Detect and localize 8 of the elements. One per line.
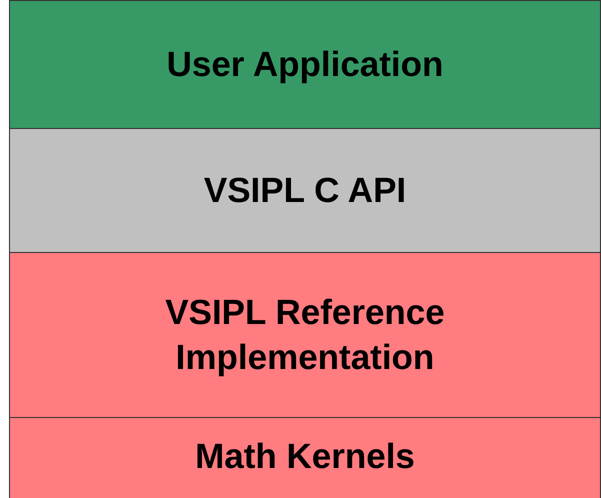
layer-box <box>9 0 601 129</box>
layer-box <box>9 128 601 253</box>
layer-label: VSIPL Reference Implementation <box>164 292 446 379</box>
layer-box <box>9 417 601 498</box>
layer-label: VSIPL C API <box>204 170 406 212</box>
layer-label: User Application <box>166 44 444 86</box>
layer-box <box>9 252 601 418</box>
layer-label: Math Kernels <box>195 436 415 478</box>
